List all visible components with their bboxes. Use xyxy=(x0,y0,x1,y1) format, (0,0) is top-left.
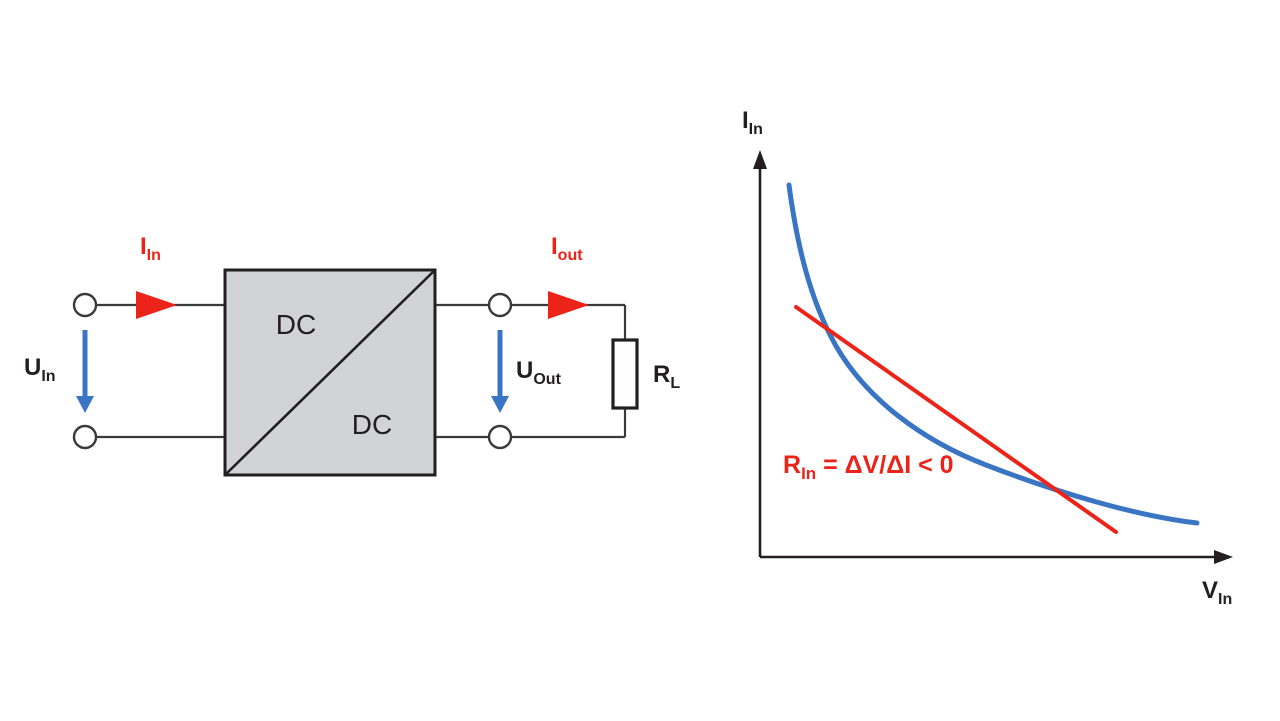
x-axis-arrow-icon xyxy=(1214,550,1233,564)
converter-label-dc-top: DC xyxy=(276,309,316,340)
output-current-label: Iout xyxy=(551,233,583,264)
output-current-arrow-icon xyxy=(548,291,589,319)
converter-label-dc-bottom: DC xyxy=(352,409,392,440)
y-axis-label: IIn xyxy=(742,107,763,138)
converter-diagonal-line xyxy=(224,269,436,476)
output-voltage-label: UOut xyxy=(516,357,562,388)
y-axis-arrow-icon xyxy=(753,150,767,169)
x-axis-label: VIn xyxy=(1202,577,1232,608)
tangent-line xyxy=(794,305,1118,534)
output-voltage-arrow-icon xyxy=(491,396,509,413)
iv-curve xyxy=(786,182,1200,526)
output-terminal-bottom xyxy=(487,424,513,450)
output-terminal-top xyxy=(487,292,513,318)
input-terminal-top xyxy=(72,292,98,318)
input-current-arrow-icon xyxy=(136,291,177,319)
input-voltage-arrow-icon xyxy=(76,396,94,413)
input-terminal-bottom xyxy=(72,424,98,450)
input-current-label: IIn xyxy=(140,233,161,264)
load-resistor-label: RL xyxy=(653,361,680,392)
input-resistance-annotation: RIn = ΔV/ΔI < 0 xyxy=(783,451,954,483)
input-voltage-label: UIn xyxy=(24,354,56,385)
load-resistor xyxy=(611,338,639,410)
